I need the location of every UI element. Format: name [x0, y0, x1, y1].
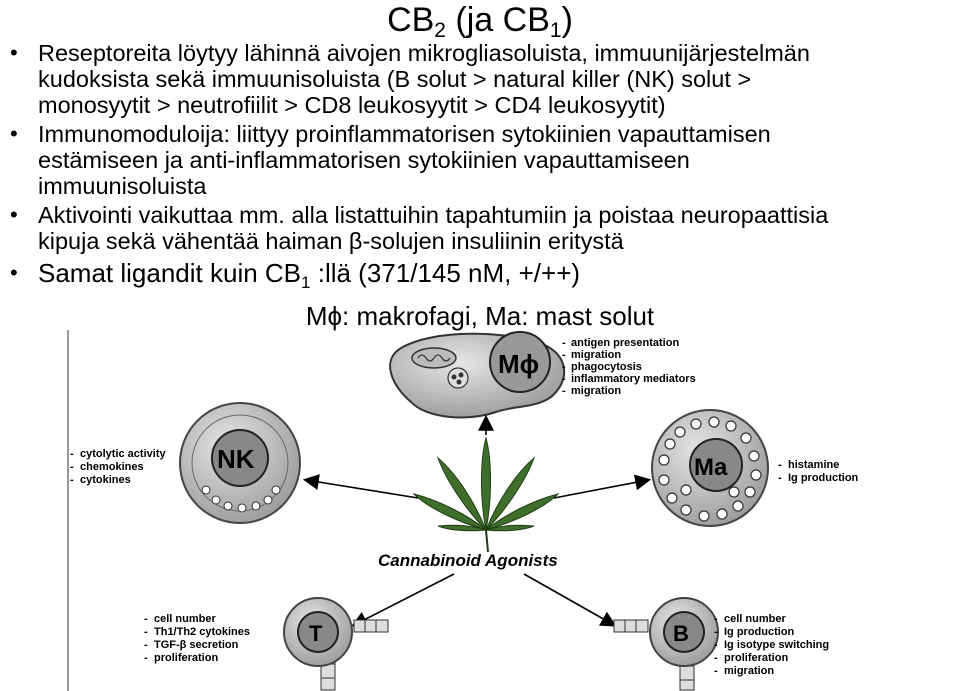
mast-label: Ma: [694, 454, 728, 481]
svg-text:-: -: [144, 626, 148, 638]
svg-text:cytokines: cytokines: [80, 474, 131, 486]
svg-text:TGF-β secretion: TGF-β secretion: [154, 639, 239, 651]
t-cell-effects: cell number Th1/Th2 cytokines TGF-β secr…: [154, 613, 250, 664]
bullet-item: • Reseptoreita löytyy lähinnä aivojen mi…: [10, 40, 810, 118]
slide-title: CB2 (ja CB1): [387, 1, 573, 42]
bullet-item: • Aktivointi vaikuttaa mm. alla listattu…: [10, 202, 829, 254]
svg-text:-: -: [562, 337, 566, 349]
svg-text:histamine: histamine: [788, 459, 839, 471]
macrophage-effects: antigen presentation migration phagocyto…: [571, 337, 696, 397]
svg-text:migration: migration: [571, 349, 621, 361]
svg-text:inflammatory mediators: inflammatory mediators: [571, 373, 696, 385]
macrophage-cell: Mϕ: [389, 331, 566, 419]
center-label: Cannabinoid Agonists: [378, 551, 558, 570]
svg-text:migration: migration: [724, 665, 774, 677]
svg-text:-: -: [714, 639, 718, 651]
svg-text:proliferation: proliferation: [724, 652, 788, 664]
svg-text:-: -: [70, 461, 74, 473]
mast-effects: histamine Ig production: [788, 459, 859, 484]
bullet-dot-icon: •: [10, 40, 18, 65]
svg-text:-: -: [714, 652, 718, 664]
nk-label: NK: [217, 444, 255, 474]
bullet-item: • Samat ligandit kuin CB1 :llä (371/145 …: [10, 258, 581, 292]
svg-text:cell number: cell number: [154, 613, 216, 625]
svg-text:antigen presentation: antigen presentation: [571, 337, 679, 349]
svg-text:-: -: [144, 613, 148, 625]
svg-text:migration: migration: [571, 385, 621, 397]
cannabis-leaf-icon: [412, 436, 560, 553]
t-cell: T: [283, 597, 389, 691]
nk-effects: cytolytic activity chemokines cytokines: [80, 448, 166, 486]
bullet-dot-icon: •: [10, 260, 18, 285]
svg-text:-: -: [714, 665, 718, 677]
immune-cell-figure: Mϕ antigen presentation migration phagoc…: [66, 330, 956, 691]
svg-text:Ig isotype switching: Ig isotype switching: [724, 639, 829, 651]
svg-text:Th1/Th2 cytokines: Th1/Th2 cytokines: [154, 626, 250, 638]
abbreviation-note: Mϕ: makrofagi, Ma: mast solut: [305, 301, 655, 331]
svg-text:-: -: [562, 349, 566, 361]
svg-text:-: -: [562, 373, 566, 385]
bullet-list: • Reseptoreita löytyy lähinnä aivojen mi…: [10, 40, 960, 292]
svg-text:-: -: [714, 613, 718, 625]
b-cell-label: B: [673, 621, 689, 646]
svg-text:cell number: cell number: [724, 613, 786, 625]
svg-text:-: -: [778, 472, 782, 484]
svg-text:chemokines: chemokines: [80, 461, 144, 473]
svg-text:Ig production: Ig production: [724, 626, 795, 638]
macrophage-label: Mϕ: [498, 349, 539, 379]
svg-text:-: -: [144, 639, 148, 651]
b-cell-effects: cell number Ig production Ig isotype swi…: [724, 613, 829, 677]
svg-text:-: -: [144, 652, 148, 664]
svg-text:-: -: [714, 626, 718, 638]
t-cell-label: T: [309, 621, 323, 646]
svg-text:phagocytosis: phagocytosis: [571, 361, 642, 373]
svg-text:proliferation: proliferation: [154, 652, 218, 664]
bullet-item: • Immunomoduloija: liittyy proinflammato…: [10, 121, 771, 199]
bullet-dot-icon: •: [10, 202, 18, 227]
b-cell: B: [613, 597, 719, 691]
nk-cell: NK: [179, 402, 301, 524]
svg-text:-: -: [562, 385, 566, 397]
svg-text:-: -: [70, 448, 74, 460]
svg-text:cytolytic activity: cytolytic activity: [80, 448, 166, 460]
svg-text:-: -: [778, 459, 782, 471]
mast-cell: Ma: [651, 409, 769, 527]
svg-text:-: -: [562, 361, 566, 373]
svg-text:-: -: [70, 474, 74, 486]
bullet-dot-icon: •: [10, 121, 18, 146]
svg-text:Ig production: Ig production: [788, 472, 859, 484]
